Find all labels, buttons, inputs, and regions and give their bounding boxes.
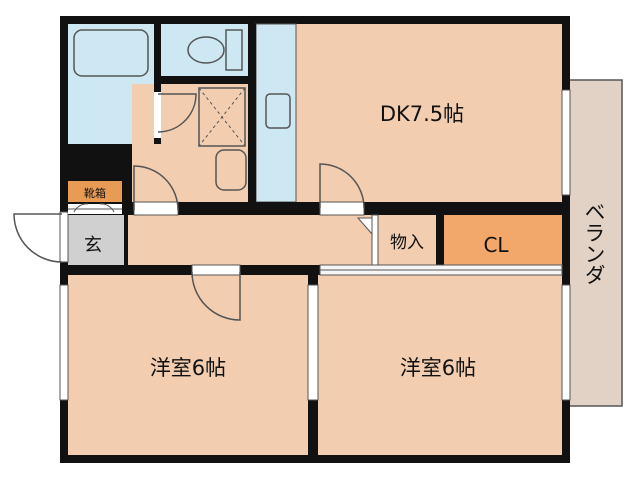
sink-icon [265, 93, 291, 129]
shoe-box [68, 181, 122, 202]
closet-room [444, 215, 562, 267]
washing-machine-space-icon [198, 87, 246, 147]
western-room-right-label: 洋室6帖 [400, 356, 476, 380]
washbasin-icon [215, 149, 247, 191]
storage-room [378, 215, 436, 267]
hallway [128, 215, 375, 265]
toilet-room [161, 24, 248, 76]
bathtub-icon [73, 29, 149, 77]
dk-label: DK7.5帖 [380, 102, 464, 126]
toilet-icon [187, 29, 243, 71]
door-swings [13, 92, 563, 321]
entrance-floor [68, 212, 124, 265]
western-room-left-label: 洋室6帖 [150, 356, 226, 380]
closet-label: CL [483, 233, 509, 257]
western-room-left [68, 275, 308, 455]
balcony [565, 79, 623, 407]
windows [59, 89, 571, 401]
balcony-label: ベランダ [582, 201, 606, 285]
entrance-label: 玄 [84, 235, 102, 256]
storage-label: 物入 [390, 233, 424, 253]
shoe-box-label: 靴箱 [84, 186, 106, 200]
dk-room [256, 24, 562, 202]
western-room-right [318, 275, 562, 455]
